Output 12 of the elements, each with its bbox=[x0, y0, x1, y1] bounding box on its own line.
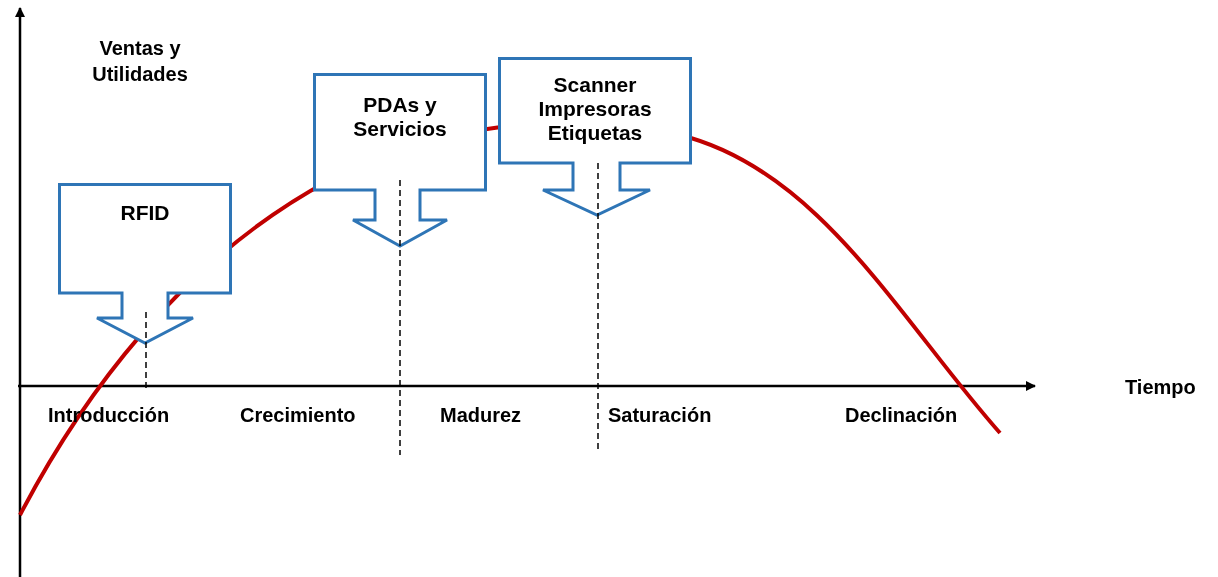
callout-text: PDAs y Servicios bbox=[352, 93, 448, 142]
stage-label: Declinación bbox=[845, 404, 958, 427]
stage-label: Saturación bbox=[608, 404, 712, 427]
axis-title: Ventas y Utilidades bbox=[91, 36, 189, 87]
callout-box bbox=[498, 57, 692, 217]
callout-box bbox=[58, 183, 232, 345]
stage-label: Crecimiento bbox=[240, 404, 356, 427]
callout-text: RFID bbox=[119, 201, 171, 226]
axis-title: Tiempo bbox=[1125, 376, 1196, 399]
callout-box bbox=[313, 73, 487, 248]
stage-label: Madurez bbox=[440, 404, 522, 427]
callout-text: Scanner Impresoras Etiquetas bbox=[537, 73, 653, 146]
